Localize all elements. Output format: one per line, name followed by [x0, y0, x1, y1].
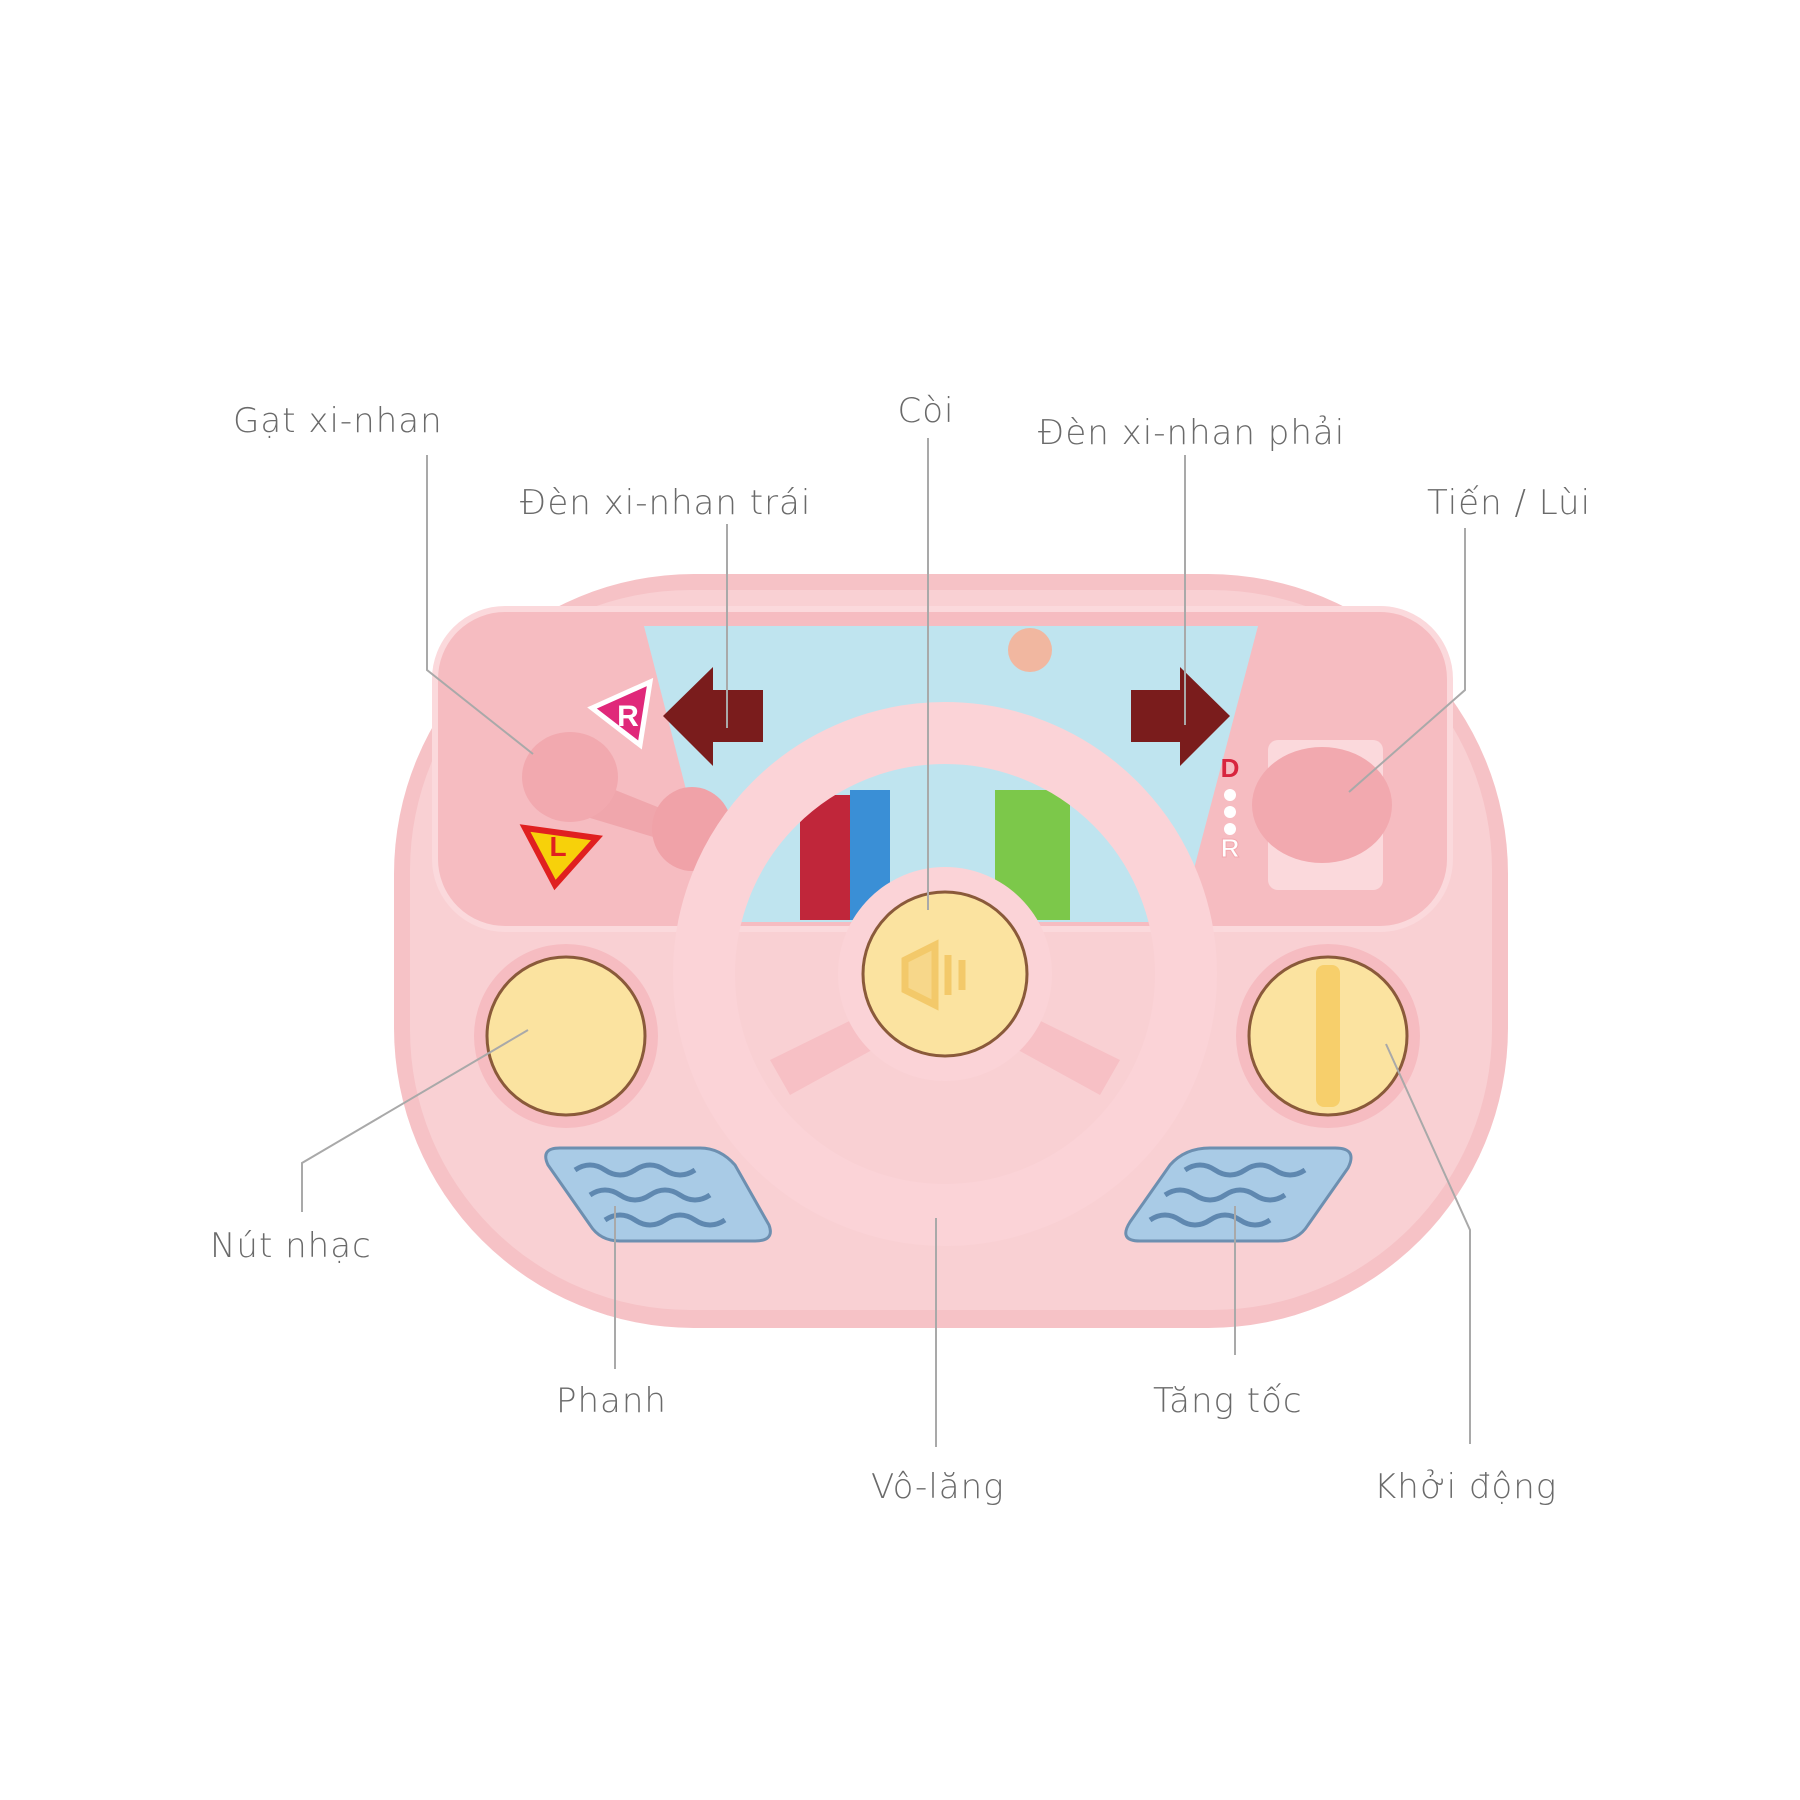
leader-turn-lever: [426, 455, 534, 755]
r-sign: R: [587, 677, 654, 750]
svg-text:R: R: [1221, 833, 1240, 863]
brake-pedal[interactable]: [544, 1146, 772, 1243]
left-signal-arrow: [663, 667, 763, 766]
label-left-signal: Đèn xi-nhan trái: [520, 483, 811, 523]
music-button[interactable]: [474, 944, 658, 1128]
leader-ignition: [1385, 1043, 1471, 1444]
label-ignition: Khởi động: [1374, 1467, 1557, 1507]
accelerator-pedal[interactable]: [1124, 1146, 1353, 1243]
leader-gear: [1348, 528, 1466, 793]
leader-music: [301, 1029, 529, 1212]
label-music-button: Nút nhạc: [210, 1226, 372, 1266]
label-right-signal: Đèn xi-nhan phải: [1038, 413, 1345, 453]
turn-signal-lever[interactable]: [522, 732, 732, 871]
label-steering-wheel: Vô-lăng: [871, 1467, 1005, 1507]
right-signal-arrow: [1131, 667, 1230, 766]
gear-markings: D R: [1220, 753, 1240, 864]
toy-dashboard: R L D R: [394, 574, 1508, 1328]
label-horn: Còi: [898, 391, 955, 431]
label-brake: Phanh: [556, 1381, 667, 1421]
svg-text:D: D: [1221, 753, 1240, 783]
svg-text:L: L: [549, 831, 566, 862]
svg-text:R: R: [617, 700, 639, 733]
ignition-button[interactable]: [1236, 944, 1420, 1128]
label-turn-lever: Gạt xi-nhan: [233, 401, 443, 441]
steering-wheel[interactable]: [673, 702, 1217, 1246]
horn-button[interactable]: [861, 890, 1029, 1058]
label-accelerator: Tăng tốc: [1153, 1381, 1303, 1421]
l-sign: L: [519, 824, 603, 891]
gear-lever[interactable]: [1252, 740, 1392, 890]
label-gear: Tiến / Lùi: [1427, 483, 1591, 523]
